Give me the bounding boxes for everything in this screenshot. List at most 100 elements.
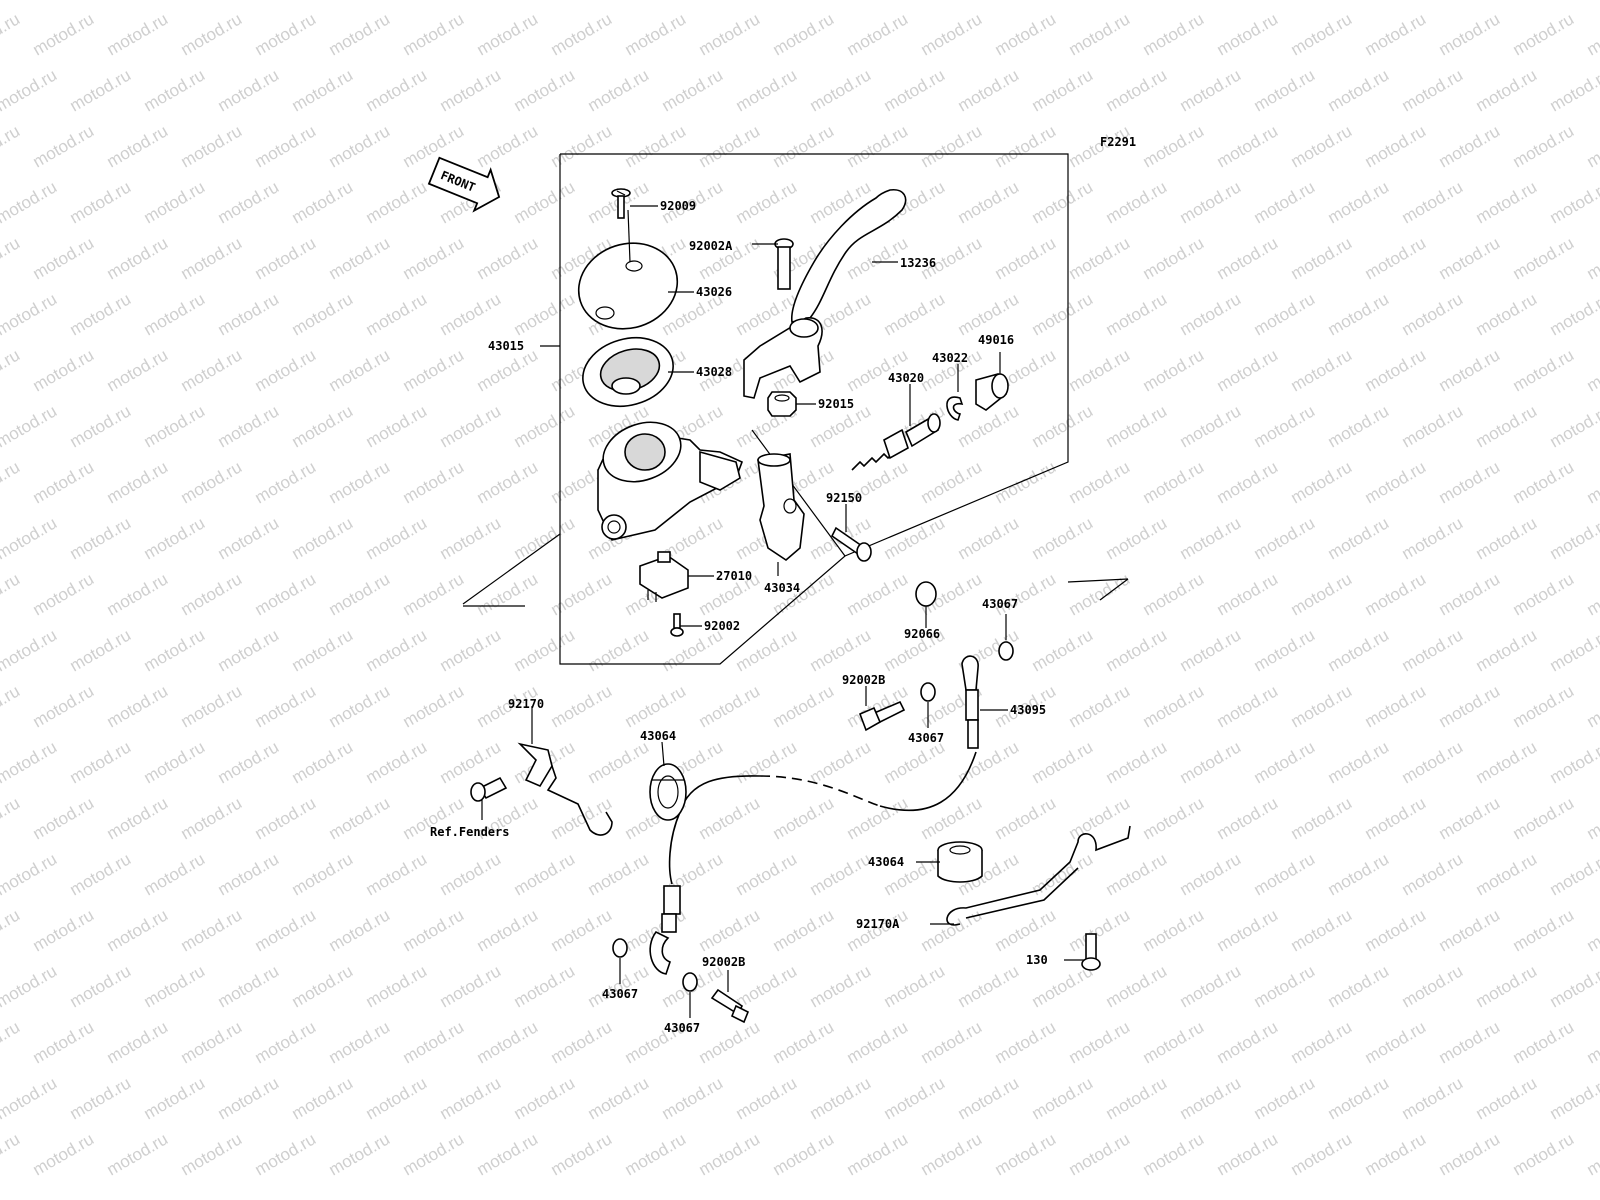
- watermark-text: motod.ru: [1510, 793, 1578, 843]
- part-labels: 92009 92002A 13236 43026 43015 43028 490…: [430, 199, 1048, 1035]
- watermark-text: motod.ru: [474, 9, 542, 59]
- banjo-bolt-92002B-bottom: [710, 988, 750, 1024]
- watermark-text: motod.ru: [437, 625, 505, 675]
- watermark-text: motod.ru: [1140, 121, 1208, 171]
- watermark-text: motod.ru: [363, 625, 431, 675]
- watermark-text: motod.ru: [1066, 793, 1134, 843]
- watermark-text: motod.ru: [1362, 1017, 1430, 1067]
- watermark-text: motod.ru: [548, 569, 616, 619]
- watermark-text: motod.ru: [511, 177, 579, 227]
- part-number-43015: 43015: [488, 339, 524, 353]
- watermark-text: motod.ru: [326, 9, 394, 59]
- watermark-text: motod.ru: [215, 625, 283, 675]
- watermark-text: motod.ru: [104, 905, 172, 955]
- watermark-text: motod.ru: [1066, 569, 1134, 619]
- watermark-text: motod.ru: [1584, 345, 1600, 395]
- watermark-text: motod.ru: [955, 737, 1023, 787]
- watermark-text: motod.ru: [733, 177, 801, 227]
- watermark-text: motod.ru: [1140, 1129, 1208, 1179]
- watermark-text: motod.ru: [696, 905, 764, 955]
- watermark-text: motod.ru: [844, 121, 912, 171]
- watermark-text: motod.ru: [955, 961, 1023, 1011]
- watermark-text: motod.ru: [1362, 1129, 1430, 1179]
- watermark-text: motod.ru: [1584, 681, 1600, 731]
- watermark-text: motod.ru: [1029, 177, 1097, 227]
- watermark-text: motod.ru: [0, 345, 23, 395]
- watermark-text: motod.ru: [1251, 737, 1319, 787]
- watermark-text: motod.ru: [511, 65, 579, 115]
- watermark-text: motod.ru: [1325, 0, 1393, 3]
- watermark-text: motod.ru: [437, 289, 505, 339]
- watermark-text: motod.ru: [807, 1073, 875, 1123]
- watermark-text: motod.ru: [992, 121, 1060, 171]
- watermark-text: motod.ru: [1362, 121, 1430, 171]
- watermark-text: motod.ru: [326, 905, 394, 955]
- watermark-text: motod.ru: [289, 177, 357, 227]
- watermark-text: motod.ru: [437, 0, 505, 3]
- watermark-text: motod.ru: [1103, 401, 1171, 451]
- watermark-text: motod.ru: [1029, 65, 1097, 115]
- watermark-text: motod.ru: [1177, 65, 1245, 115]
- part-number-92002B-bottom: 92002B: [702, 955, 745, 969]
- watermark-text: motod.ru: [1066, 457, 1134, 507]
- watermark-text: motod.ru: [1436, 345, 1504, 395]
- watermark-text: motod.ru: [1140, 905, 1208, 955]
- watermark-text: motod.ru: [67, 737, 135, 787]
- watermark-text: motod.ru: [437, 961, 505, 1011]
- watermark-text: motod.ru: [1473, 849, 1541, 899]
- part-number-43028: 43028: [696, 365, 732, 379]
- watermark-text: motod.ru: [1103, 849, 1171, 899]
- watermark-text: motod.ru: [696, 681, 764, 731]
- watermark-text: motod.ru: [1510, 457, 1578, 507]
- watermark-text: motod.ru: [1436, 9, 1504, 59]
- watermark-text: motod.ru: [252, 1129, 320, 1179]
- watermark-text: motod.ru: [178, 681, 246, 731]
- watermark-text: motod.ru: [1214, 793, 1282, 843]
- watermark-text: motod.ru: [918, 9, 986, 59]
- watermark-text: motod.ru: [104, 9, 172, 59]
- watermark-text: motod.ru: [104, 793, 172, 843]
- watermark-text: motod.ru: [30, 793, 98, 843]
- watermark-text: motod.ru: [1214, 905, 1282, 955]
- watermark-text: motod.ru: [1473, 737, 1541, 787]
- watermark-text: motod.ru: [548, 905, 616, 955]
- watermark-text: motod.ru: [0, 1017, 23, 1067]
- watermark-text: motod.ru: [474, 121, 542, 171]
- watermark-text: motod.ru: [30, 569, 98, 619]
- watermark-text: motod.ru: [289, 65, 357, 115]
- watermark-text: motod.ru: [400, 681, 468, 731]
- watermark-text: motod.ru: [67, 177, 135, 227]
- watermark-text: motod.ru: [1251, 849, 1319, 899]
- watermark-text: motod.ru: [363, 1073, 431, 1123]
- watermark-text: motod.ru: [1214, 345, 1282, 395]
- watermark-text: motod.ru: [289, 0, 357, 3]
- watermark-text: motod.ru: [1288, 1017, 1356, 1067]
- watermark-text: motod.ru: [252, 793, 320, 843]
- watermark-text: motod.ru: [400, 1129, 468, 1179]
- watermark-text: motod.ru: [1325, 401, 1393, 451]
- watermark-text: motod.ru: [1436, 793, 1504, 843]
- watermark-text: motod.ru: [215, 65, 283, 115]
- watermark-text: motod.ru: [1473, 0, 1541, 3]
- watermark-text: motod.ru: [1547, 849, 1600, 899]
- watermark-text: motod.ru: [770, 681, 838, 731]
- watermark-text: motod.ru: [0, 681, 23, 731]
- watermark-text: motod.ru: [1473, 401, 1541, 451]
- watermark-text: motod.ru: [511, 401, 579, 451]
- watermark-text: motod.ru: [1399, 289, 1467, 339]
- watermark-text: motod.ru: [1251, 401, 1319, 451]
- watermark-text: motod.ru: [326, 1129, 394, 1179]
- watermark-text: motod.ru: [622, 121, 690, 171]
- watermark-text: motod.ru: [1214, 233, 1282, 283]
- watermark-text: motod.ru: [363, 401, 431, 451]
- watermark-text: motod.ru: [1584, 233, 1600, 283]
- screw-92002: [670, 613, 684, 637]
- watermark-text: motod.ru: [955, 65, 1023, 115]
- watermark-text: motod.ru: [1547, 177, 1600, 227]
- watermark-text: motod.ru: [1325, 961, 1393, 1011]
- watermark-text: motod.ru: [0, 1129, 23, 1179]
- watermark-text: motod.ru: [992, 1017, 1060, 1067]
- watermark-text: motod.ru: [178, 793, 246, 843]
- watermark-text: motod.ru: [955, 177, 1023, 227]
- watermark-text: motod.ru: [1066, 905, 1134, 955]
